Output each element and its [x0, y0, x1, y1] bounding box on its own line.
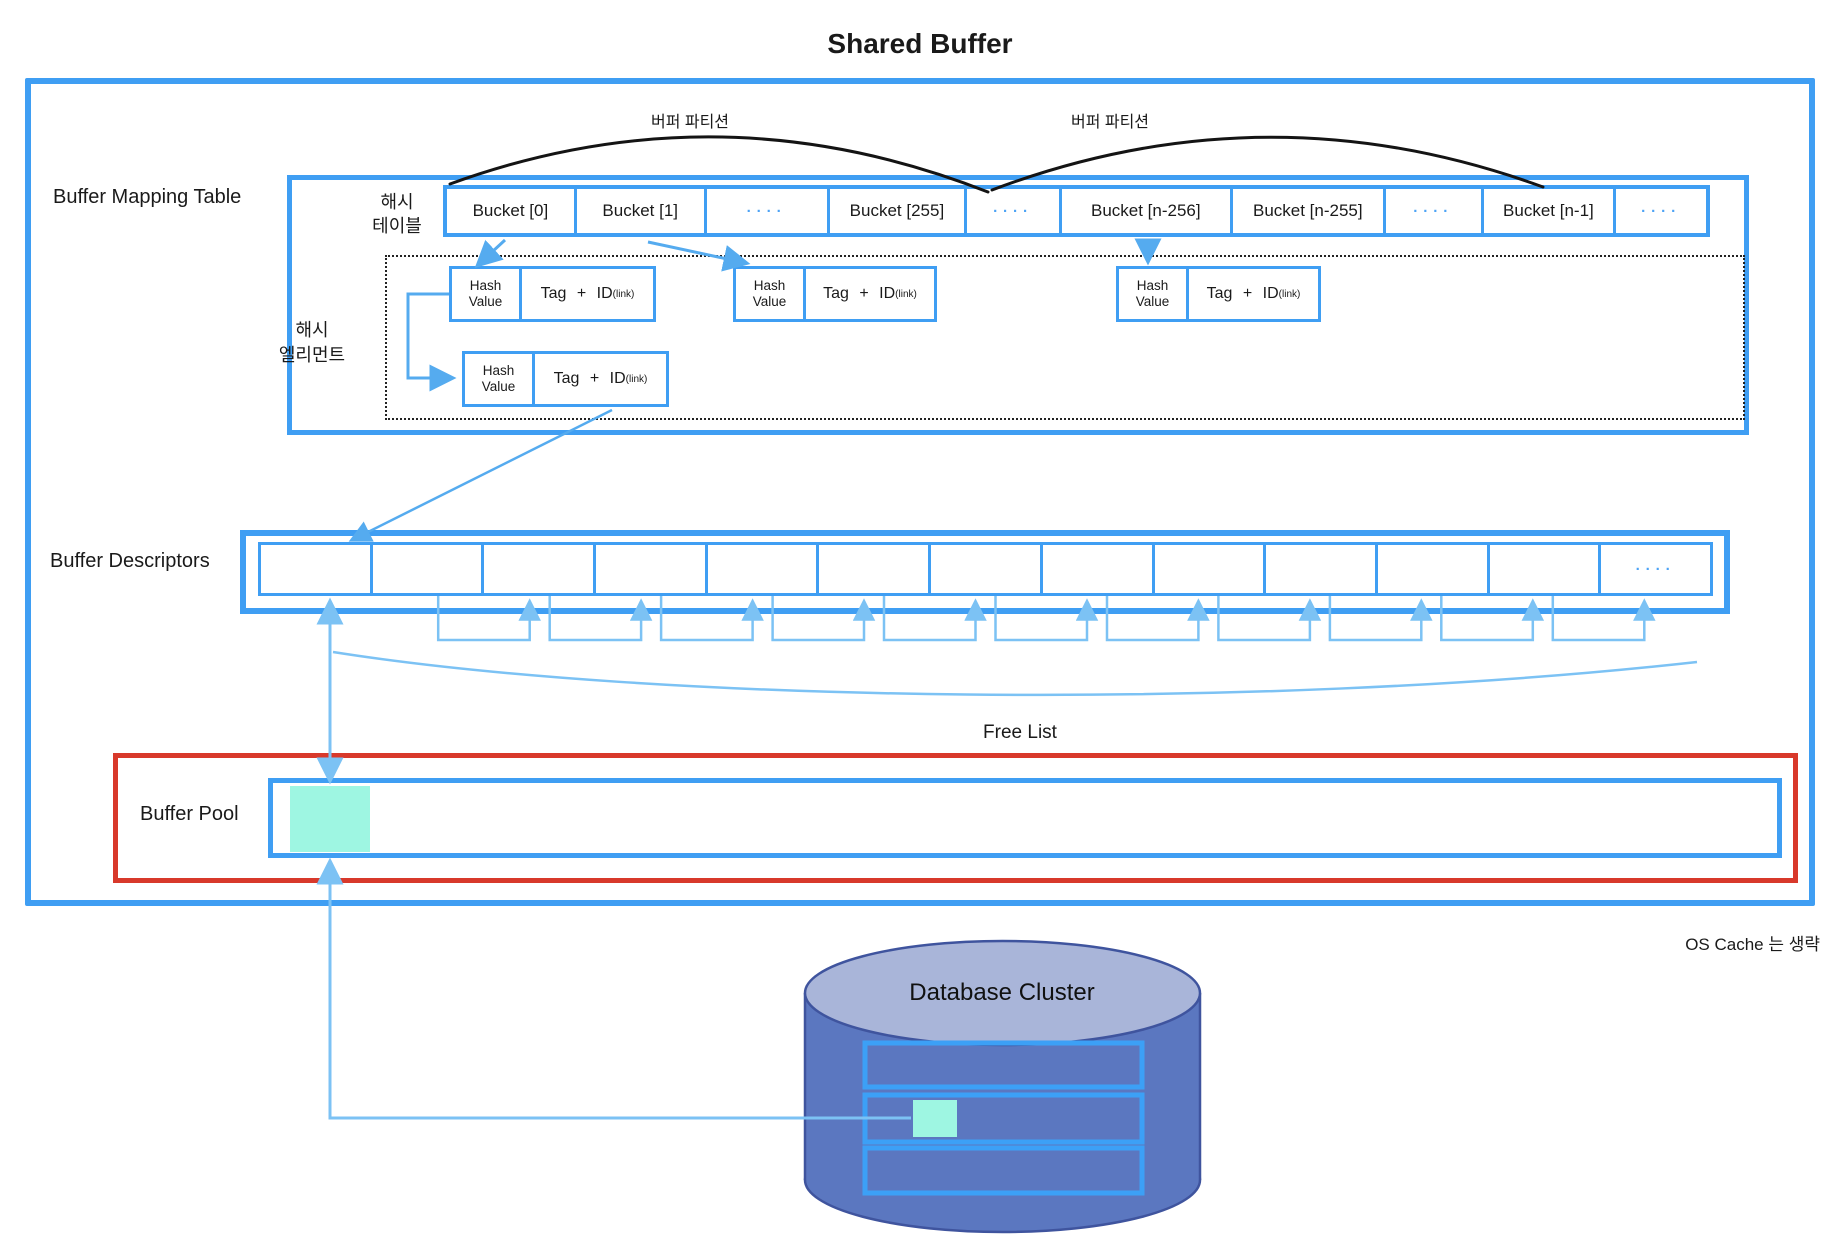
bucket-cell-n-255: Bucket [n-255] — [1229, 189, 1383, 233]
bucket-cell-n-256: Bucket [n-256] — [1058, 189, 1230, 233]
hash-value-cell: Hash Value — [465, 354, 535, 404]
os-cache-note: OS Cache 는 생략 — [1685, 935, 1820, 954]
database-file-row-1 — [862, 1040, 1145, 1090]
descriptor-cell-7 — [1039, 545, 1152, 593]
descriptor-cell-2 — [481, 545, 593, 593]
descriptor-cell-8 — [1151, 545, 1264, 593]
hash-value-cell: Hash Value — [1119, 269, 1189, 319]
hash-element-label: 해시 엘리먼트 — [278, 320, 346, 366]
descriptor-cell-6 — [928, 545, 1040, 593]
hash-elements-region — [385, 255, 1745, 420]
descriptor-cell-3 — [593, 545, 705, 593]
descriptor-cell-10 — [1374, 545, 1487, 593]
bucket-cell-255: Bucket [255] — [826, 189, 965, 233]
buffer-mapping-table-label: Buffer Mapping Table — [53, 186, 242, 208]
descriptor-cell-4 — [704, 545, 817, 593]
buffer-pool-box — [268, 778, 1782, 858]
buffer-pool-page-cell — [290, 786, 370, 852]
cylinder-top — [803, 939, 1202, 1047]
descriptor-cell-5 — [816, 545, 928, 593]
descriptor-cell-0 — [261, 545, 370, 593]
database-cluster-title: Database Cluster — [909, 979, 1094, 1006]
shared-buffer-container-box — [25, 78, 1815, 906]
buffer-partition-label-2: 버퍼 파티션 — [1070, 114, 1150, 131]
descriptor-cell-1 — [369, 545, 482, 593]
database-cluster-cylinder: Database Cluster — [803, 939, 1202, 1234]
descriptor-cell-11 — [1486, 545, 1599, 593]
hash-value-cell: Hash Value — [736, 269, 806, 319]
buffer-descriptors-row: ···· — [258, 542, 1713, 596]
database-page-cell — [913, 1100, 957, 1137]
free-list-label: Free List — [983, 722, 1057, 743]
database-file-row-2 — [862, 1092, 1145, 1145]
descriptor-cell-12: ···· — [1598, 545, 1710, 593]
diagram-title: Shared Buffer — [827, 28, 1013, 59]
bucket-cell-ellipsis-3: ···· — [1382, 189, 1481, 233]
descriptor-ellipsis: ···· — [1635, 560, 1676, 578]
bucket-cell-1: Bucket [1] — [573, 189, 704, 233]
buffer-descriptors-label: Buffer Descriptors — [50, 550, 210, 572]
hash-element-1: Hash Value Tag + ID(link) — [449, 266, 656, 322]
hash-element-2: Hash Value Tag + ID(link) — [462, 351, 669, 407]
tag-id-cell: Tag + ID(link) — [1206, 285, 1301, 302]
cylinder-bottom — [803, 1126, 1202, 1234]
database-file-row-3 — [862, 1145, 1145, 1196]
hash-element-4: Hash Value Tag + ID(link) — [1116, 266, 1321, 322]
bucket-cell-n-1: Bucket [n-1] — [1480, 189, 1614, 233]
tag-id-cell: Tag + ID(link) — [553, 370, 648, 387]
descriptor-cell-9 — [1263, 545, 1375, 593]
bucket-cell-ellipsis-4: ···· — [1613, 189, 1706, 233]
buffer-pool-red-box — [113, 753, 1798, 883]
tag-id-cell: Tag + ID(link) — [823, 285, 917, 302]
buffer-pool-label: Buffer Pool — [140, 803, 239, 825]
bucket-cell-ellipsis-1: ···· — [703, 189, 827, 233]
hash-bucket-row: Bucket [0] Bucket [1] ···· Bucket [255] … — [443, 185, 1710, 237]
cylinder-body — [805, 993, 1200, 1180]
hash-value-cell: Hash Value — [452, 269, 522, 319]
hash-table-label: 해시 테이블 — [372, 192, 422, 237]
hash-element-3: Hash Value Tag + ID(link) — [733, 266, 937, 322]
bucket-cell-0: Bucket [0] — [472, 201, 549, 220]
tag-id-cell: Tag + ID(link) — [540, 285, 635, 302]
buffer-partition-label-1: 버퍼 파티션 — [650, 114, 730, 131]
bucket-cell-ellipsis-2: ···· — [964, 189, 1059, 233]
